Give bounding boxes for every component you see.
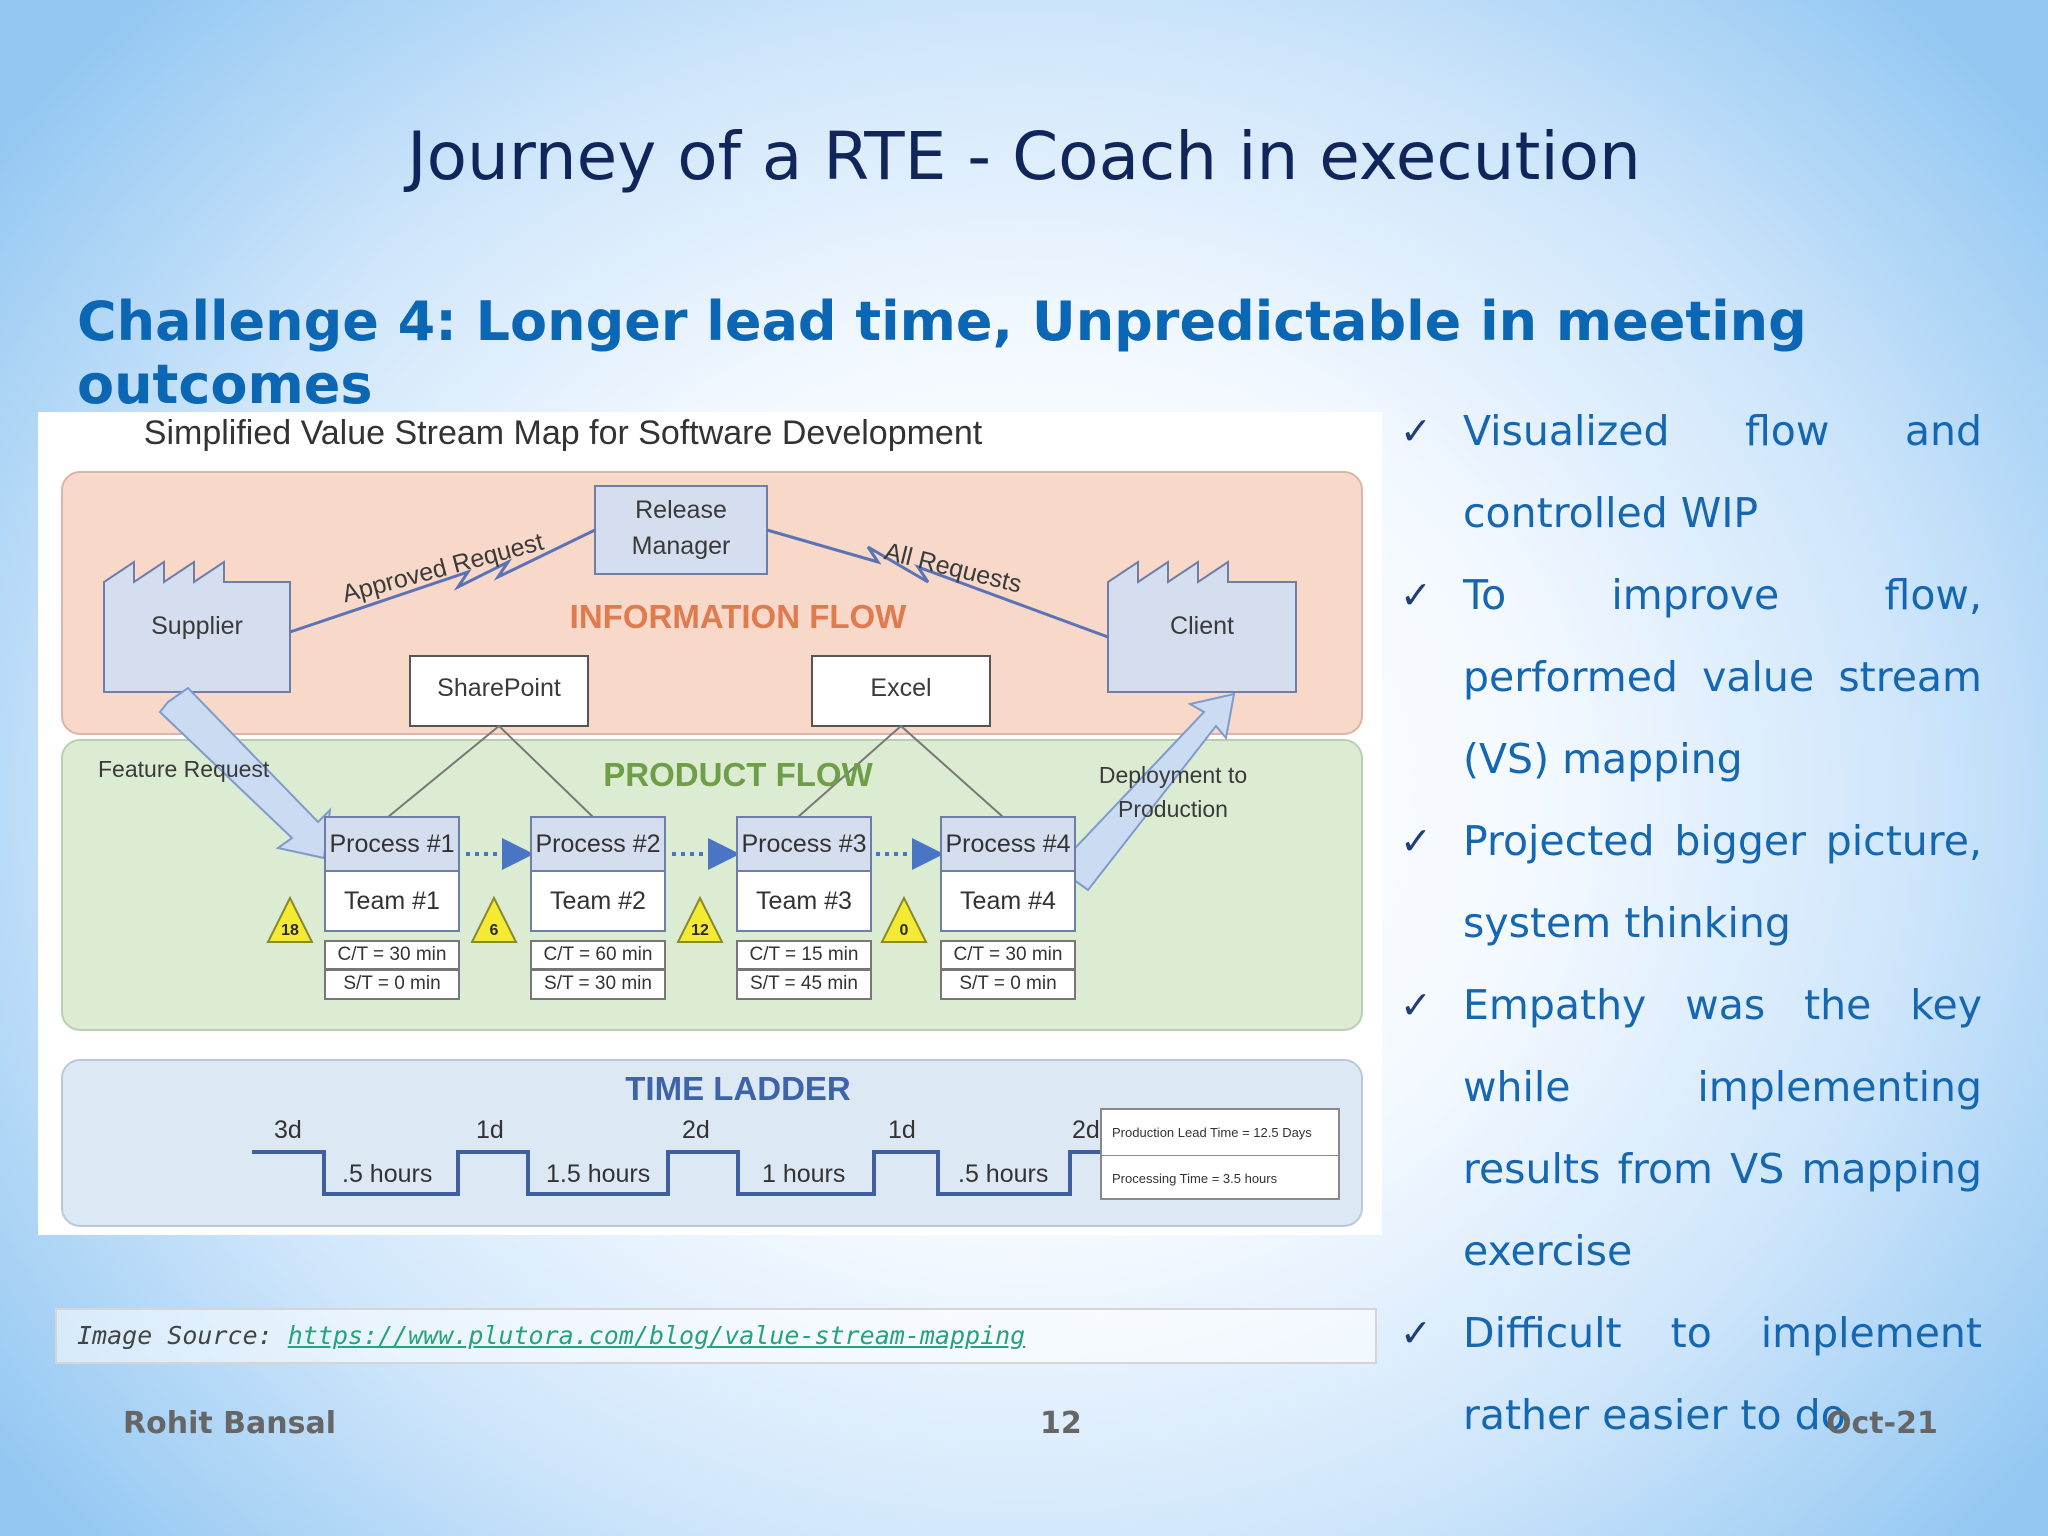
excel-box bbox=[811, 655, 991, 727]
setup-time: S/T = 30 min bbox=[530, 970, 666, 1000]
inventory-count: 6 bbox=[489, 922, 499, 939]
slide-title: Journey of a RTE - Coach in execution bbox=[407, 118, 1641, 195]
deployment-label: Deployment to Production bbox=[1098, 762, 1248, 822]
release-manager-label: Release Manager bbox=[631, 496, 731, 560]
bullet-item: ✓ Difficult to implement rather easier to… bbox=[1400, 1292, 1982, 1456]
check-icon: ✓ bbox=[1400, 573, 1432, 617]
check-icon: ✓ bbox=[1400, 983, 1432, 1027]
cycle-time: C/T = 60 min bbox=[530, 940, 666, 970]
sharepoint-label: SharePoint bbox=[437, 674, 561, 702]
bullet-item: ✓ Projected bigger picture, system thinki… bbox=[1400, 800, 1982, 964]
setup-time: S/T = 0 min bbox=[940, 970, 1076, 1000]
image-source-link[interactable]: https://www.plutora.com/blog/value-strea… bbox=[287, 1321, 1026, 1350]
release-manager-box bbox=[594, 485, 768, 575]
check-icon: ✓ bbox=[1400, 409, 1432, 453]
inventory-triangle bbox=[880, 895, 928, 943]
inventory-count: 0 bbox=[899, 922, 909, 939]
bullet-text: To improve flow, performed value stream … bbox=[1463, 571, 1982, 783]
process-block-4: Process #4 Team #4 C/T = 30 min S/T = 0 … bbox=[940, 816, 1076, 1000]
all-requests-line bbox=[766, 528, 1109, 639]
footer-author: Rohit Bansal bbox=[123, 1406, 336, 1441]
process-name: Process #2 bbox=[530, 816, 666, 872]
client-factory-shape bbox=[1107, 560, 1297, 693]
supplier-label: Supplier bbox=[151, 612, 243, 640]
sharepoint-box bbox=[409, 655, 589, 727]
information-flow-label: INFORMATION FLOW bbox=[569, 598, 907, 635]
ladder-hours: .5 hours bbox=[342, 1160, 433, 1188]
product-flow-label: PRODUCT FLOW bbox=[603, 756, 873, 793]
bullet-list: ✓ Visualized flow and controlled WIP ✓ To … bbox=[1400, 390, 1982, 1456]
check-icon: ✓ bbox=[1400, 1311, 1432, 1355]
bullet-item: ✓ Empathy was the key while implementing … bbox=[1400, 964, 1982, 1292]
process-name: Process #1 bbox=[324, 816, 460, 872]
value-stream-map-image: Simplified Value Stream Map for Software… bbox=[38, 412, 1382, 1235]
check-icon: ✓ bbox=[1400, 819, 1432, 863]
process-name: Process #4 bbox=[940, 816, 1076, 872]
bullet-text: Visualized flow and controlled WIP bbox=[1463, 407, 1982, 537]
ladder-day: 1d bbox=[888, 1116, 916, 1144]
vsm-title: Simplified Value Stream Map for Software… bbox=[143, 414, 983, 452]
ladder-day: 1d bbox=[476, 1116, 504, 1144]
inventory-count: 12 bbox=[691, 922, 709, 939]
supplier-factory-shape bbox=[103, 560, 291, 693]
inventory-triangle bbox=[676, 895, 724, 943]
image-source-label: Image Source: bbox=[77, 1321, 288, 1350]
ladder-hours: .5 hours bbox=[958, 1160, 1049, 1188]
inventory-triangle bbox=[266, 895, 314, 943]
inventory-triangle bbox=[470, 895, 518, 943]
team-name: Team #2 bbox=[530, 872, 666, 932]
ladder-hours: 1.5 hours bbox=[546, 1160, 651, 1188]
lead-time-summary: Production Lead Time = 12.5 Days Process… bbox=[1100, 1108, 1340, 1200]
process-block-2: Process #2 Team #2 C/T = 60 min S/T = 30… bbox=[530, 816, 666, 1000]
bullet-text: Projected bigger picture, system thinkin… bbox=[1463, 817, 1982, 947]
bullet-text: Empathy was the key while implementing r… bbox=[1463, 981, 1982, 1275]
footer-date: Oct-21 bbox=[1826, 1406, 1938, 1441]
ladder-day: 2d bbox=[1072, 1116, 1100, 1144]
cycle-time: C/T = 15 min bbox=[736, 940, 872, 970]
process-block-3: Process #3 Team #3 C/T = 15 min S/T = 45… bbox=[736, 816, 872, 1000]
cycle-time: C/T = 30 min bbox=[940, 940, 1076, 970]
time-ladder-line bbox=[252, 1150, 1100, 1196]
footer-page-number: 12 bbox=[1040, 1406, 1082, 1441]
ladder-day: 2d bbox=[682, 1116, 710, 1144]
excel-label: Excel bbox=[870, 674, 932, 702]
image-source-box: Image Source: https://www.plutora.com/bl… bbox=[55, 1308, 1377, 1364]
bullet-item: ✓ Visualized flow and controlled WIP bbox=[1400, 390, 1982, 554]
approved-request-line bbox=[289, 528, 596, 634]
inventory-count: 18 bbox=[281, 922, 299, 939]
ladder-hours: 1 hours bbox=[762, 1160, 846, 1188]
information-flow-band bbox=[61, 471, 1363, 735]
client-label: Client bbox=[1170, 612, 1234, 640]
deployment-arrow bbox=[1058, 692, 1236, 892]
feature-request-label: Feature Request bbox=[98, 756, 270, 782]
bullet-text: Difficult to implement rather easier to … bbox=[1463, 1309, 1982, 1439]
challenge-heading: Challenge 4: Longer lead time, Unpredict… bbox=[77, 290, 1807, 416]
team-name: Team #3 bbox=[736, 872, 872, 932]
team-name: Team #4 bbox=[940, 872, 1076, 932]
time-ladder-label: TIME LADDER bbox=[625, 1070, 851, 1107]
production-lead-time: Production Lead Time = 12.5 Days bbox=[1112, 1125, 1312, 1140]
process-name: Process #3 bbox=[736, 816, 872, 872]
team-name: Team #1 bbox=[324, 872, 460, 932]
cycle-time: C/T = 30 min bbox=[324, 940, 460, 970]
setup-time: S/T = 0 min bbox=[324, 970, 460, 1000]
setup-time: S/T = 45 min bbox=[736, 970, 872, 1000]
time-ladder-band bbox=[61, 1059, 1363, 1227]
processing-time: Processing Time = 3.5 hours bbox=[1102, 1155, 1338, 1201]
ladder-day: 3d bbox=[274, 1116, 302, 1144]
bullet-item: ✓ To improve flow, performed value stream… bbox=[1400, 554, 1982, 800]
process-block-1: Process #1 Team #1 C/T = 30 min S/T = 0 … bbox=[324, 816, 460, 1000]
